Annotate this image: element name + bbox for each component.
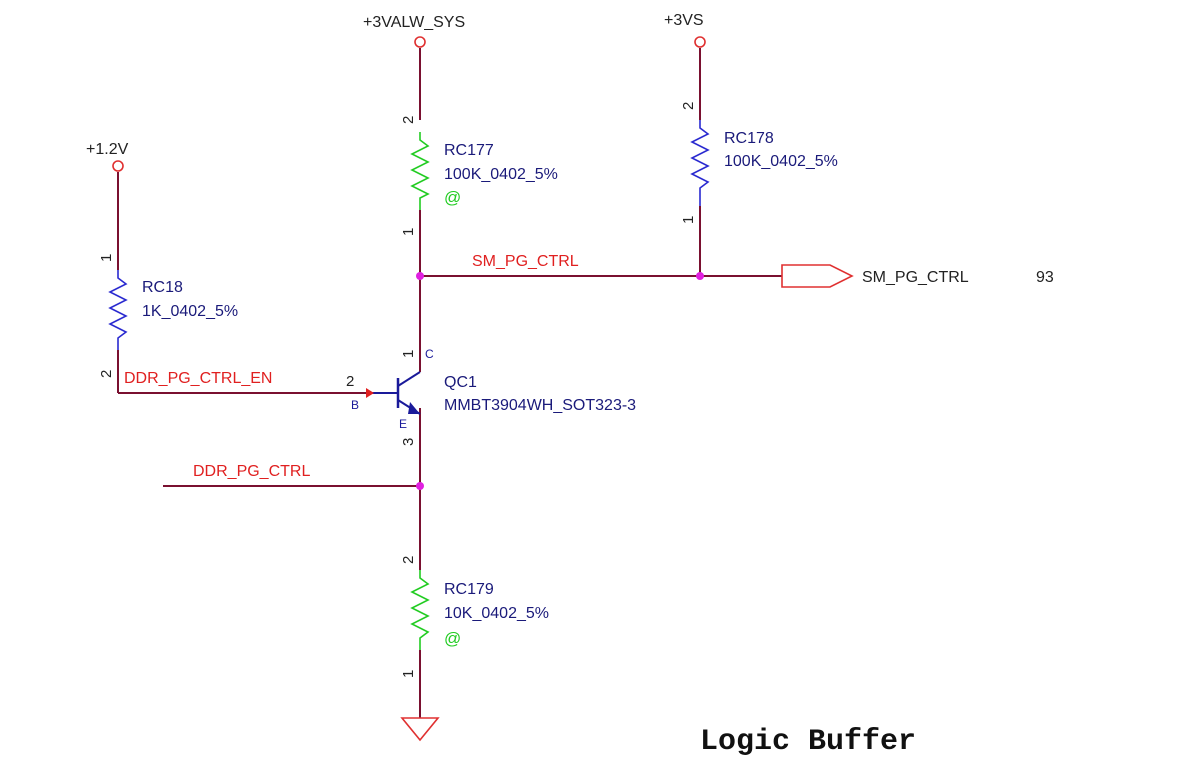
junction-dot-sm-pg-ctrl (416, 272, 424, 280)
rc179-value: 10K_0402_5% (444, 605, 549, 622)
net-label-ddr-pg-ctrl: DDR_PG_CTRL (193, 463, 310, 480)
off-page-label: SM_PG_CTRL (862, 269, 969, 286)
net-label-sm-pg-ctrl: SM_PG_CTRL (472, 253, 579, 270)
rc178-pin-bottom: 1 (680, 216, 697, 224)
rc18-pin-top: 1 (98, 254, 115, 262)
rc179-pin-top: 2 (400, 556, 417, 564)
rc178-pin-top: 2 (680, 102, 697, 110)
rc179-pin-bottom: 1 (400, 670, 417, 678)
power-pin-1v2-icon (112, 160, 124, 172)
rc18-pin-bottom: 2 (98, 370, 115, 378)
qc1-pin-b-label: B (351, 398, 359, 412)
power-label-3valw: +3VALW_SYS (363, 14, 465, 31)
power-label-1v2: +1.2V (86, 141, 129, 158)
junction-dot-rc178 (696, 272, 704, 280)
qc1-transistor-icon (366, 371, 421, 415)
qc1-pin-e-num: 3 (400, 438, 417, 446)
qc1-pin-c-label: C (425, 347, 434, 361)
off-page-ref: 93 (1036, 269, 1054, 286)
rc178-value: 100K_0402_5% (724, 153, 838, 170)
rc177-value: 100K_0402_5% (444, 166, 558, 183)
power-pin-3valw-icon (414, 36, 426, 48)
off-page-connector-icon (781, 264, 854, 288)
rc177-resistor-icon (410, 132, 430, 210)
ground-icon (400, 717, 440, 742)
qc1-pin-b-num: 2 (346, 373, 354, 390)
qc1-pin-e-label: E (399, 417, 407, 431)
rc178-resistor-icon (690, 120, 710, 206)
diagram-title: Logic Buffer (700, 725, 916, 759)
rc177-pin-top: 2 (400, 116, 417, 124)
rc179-ref: RC179 (444, 581, 494, 598)
rc177-pin-bottom: 1 (400, 228, 417, 236)
qc1-pin-c-num: 1 (400, 350, 417, 358)
qc1-value: MMBT3904WH_SOT323-3 (444, 397, 636, 414)
rc179-resistor-icon (410, 570, 430, 650)
rc18-ref: RC18 (142, 279, 183, 296)
rc178-ref: RC178 (724, 130, 774, 147)
power-label-3vs: +3VS (664, 12, 704, 29)
junction-dot-ddr-pg-ctrl (416, 482, 424, 490)
rc179-mark: @ (444, 629, 461, 648)
qc1-ref: QC1 (444, 374, 477, 391)
power-pin-3vs-icon (694, 36, 706, 48)
rc18-value: 1K_0402_5% (142, 303, 238, 320)
rc177-ref: RC177 (444, 142, 494, 159)
rc18-resistor-icon (108, 270, 128, 350)
rc177-mark: @ (444, 188, 461, 207)
net-label-ddr-pg-ctrl-en: DDR_PG_CTRL_EN (124, 370, 272, 387)
